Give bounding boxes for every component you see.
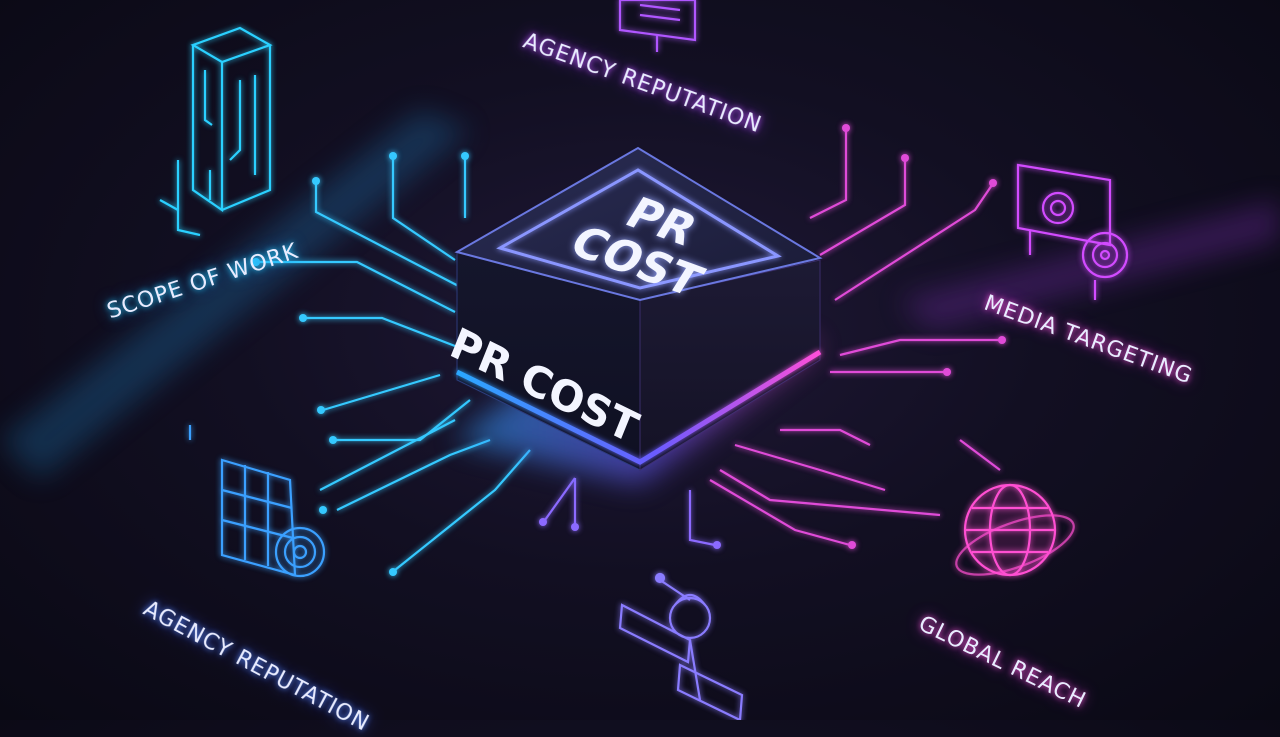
trace-line: [809, 130, 848, 219]
target-screen-icon: [1016, 163, 1129, 300]
chart-target-icon: [188, 425, 326, 578]
trace-dot: [329, 436, 337, 444]
trace-line: [305, 316, 456, 348]
satellite-icon: [618, 572, 744, 720]
trace-line: [719, 469, 941, 517]
trace-line: [336, 438, 491, 511]
trace-line: [819, 160, 907, 256]
trace-dot: [319, 506, 327, 514]
monitor-icon: [618, 0, 697, 52]
trace-line: [709, 479, 851, 547]
center-chip: [454, 146, 823, 485]
trace-dot: [461, 152, 469, 160]
trace-line: [258, 260, 456, 313]
trace-line: [544, 477, 576, 521]
trace-dot: [943, 368, 951, 376]
globe-icon: [955, 483, 1075, 577]
trace-line: [335, 399, 471, 442]
trace-dot: [389, 568, 397, 576]
trace-line: [834, 184, 993, 301]
trace-dot: [539, 518, 547, 526]
circuit-traces: [252, 124, 1006, 576]
trace-line: [734, 443, 886, 492]
trace-line: [319, 419, 456, 491]
trace-dot: [252, 258, 260, 266]
trace-dot: [848, 541, 856, 549]
trace-line: [322, 373, 441, 412]
trace-dot: [842, 124, 850, 132]
trace-dot: [317, 406, 325, 414]
trace-dot: [713, 541, 721, 549]
trace-line: [839, 338, 1000, 357]
trace-dot: [571, 523, 579, 531]
trace-dot: [989, 179, 997, 187]
trace-dot: [901, 154, 909, 162]
trace-dot: [312, 177, 320, 185]
building-icon: [159, 26, 273, 237]
trace-line: [391, 158, 456, 261]
trace-dot: [299, 314, 307, 322]
trace-line: [780, 428, 871, 446]
diagram-canvas: [0, 0, 1280, 720]
trace-line: [688, 490, 716, 547]
background-beams: [0, 110, 1280, 480]
trace-line: [959, 439, 1001, 471]
trace-dot: [389, 152, 397, 160]
trace-line: [394, 449, 531, 571]
trace-line: [314, 183, 471, 293]
trace-dot: [998, 336, 1006, 344]
